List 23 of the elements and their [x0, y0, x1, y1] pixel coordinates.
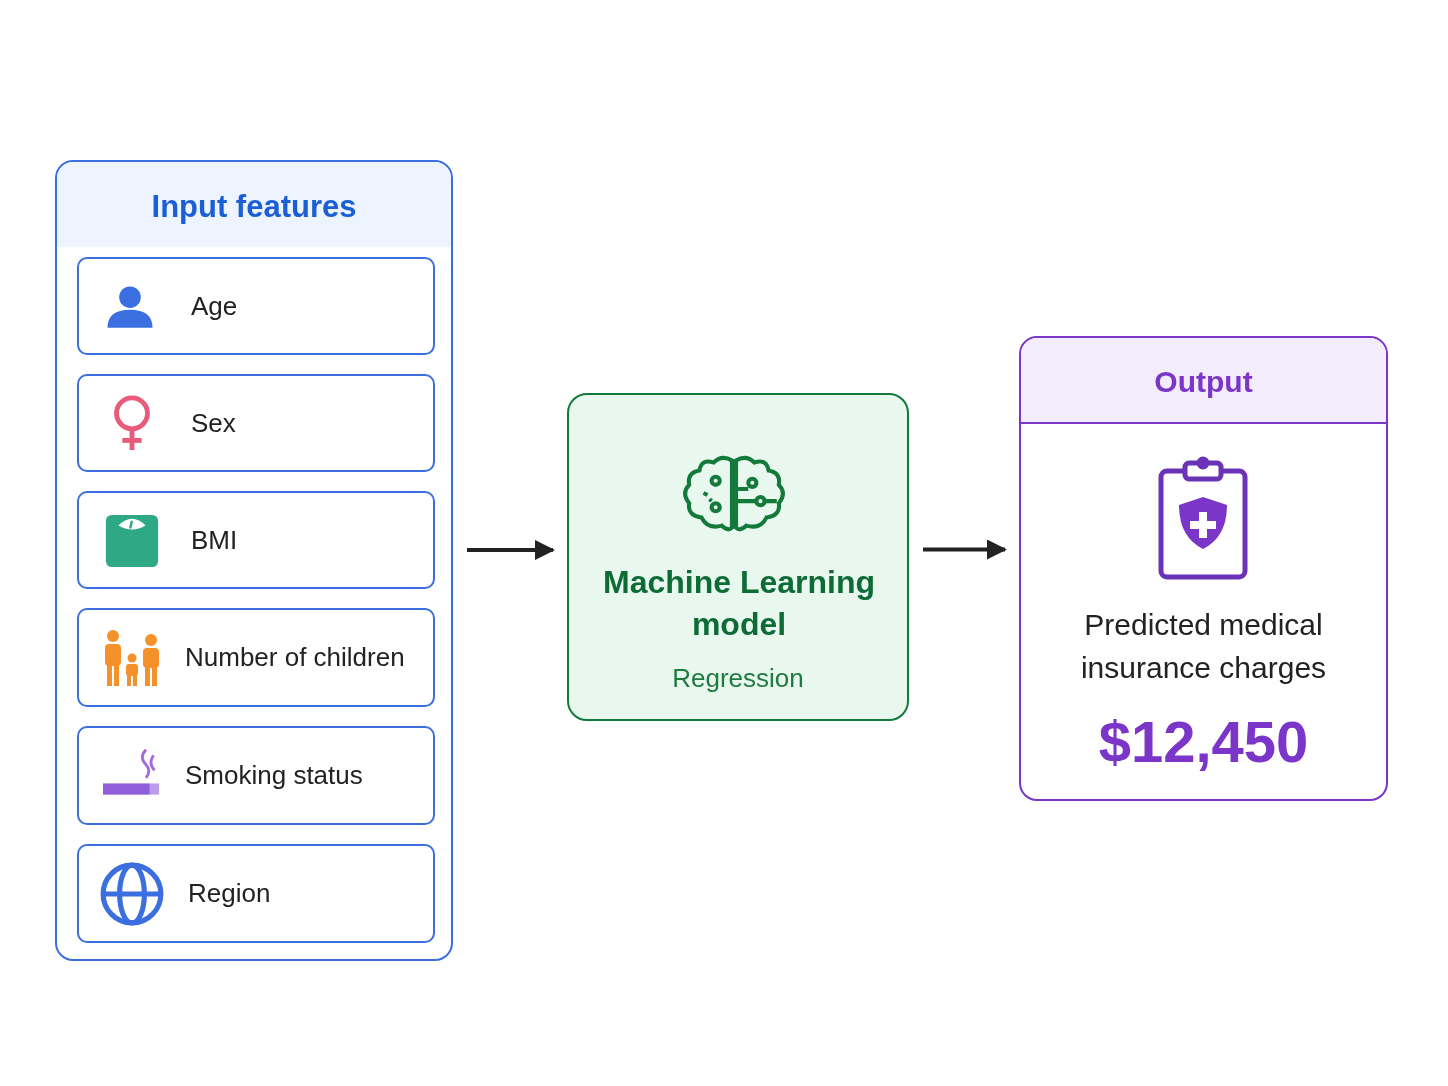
output-title: Output [1153, 365, 1254, 399]
arrow [467, 540, 555, 560]
feature-label: Smoking status [185, 760, 363, 791]
feature-box [77, 608, 435, 707]
feature-box [77, 374, 435, 472]
predicted-value: $12,450 [1097, 708, 1310, 775]
panel-title: Input features [150, 189, 358, 225]
feature-label: Sex [191, 408, 236, 439]
feature-label: Number of children [185, 642, 405, 673]
feature-label: BMI [191, 525, 238, 556]
model-title: Machine Learning model [601, 563, 876, 644]
feature-box [77, 491, 435, 589]
output-description: Predicted medical insurance charges [1079, 607, 1328, 686]
feature-box [77, 726, 435, 825]
model-type: Regression [671, 663, 805, 694]
arrow [923, 539, 1007, 560]
feature-panel [55, 160, 453, 961]
feature-box [77, 257, 435, 355]
output-box [1019, 336, 1388, 801]
feature-box [77, 844, 435, 943]
feature-label: Age [191, 291, 238, 322]
model-box [567, 393, 909, 721]
feature-label: Region [188, 878, 271, 909]
